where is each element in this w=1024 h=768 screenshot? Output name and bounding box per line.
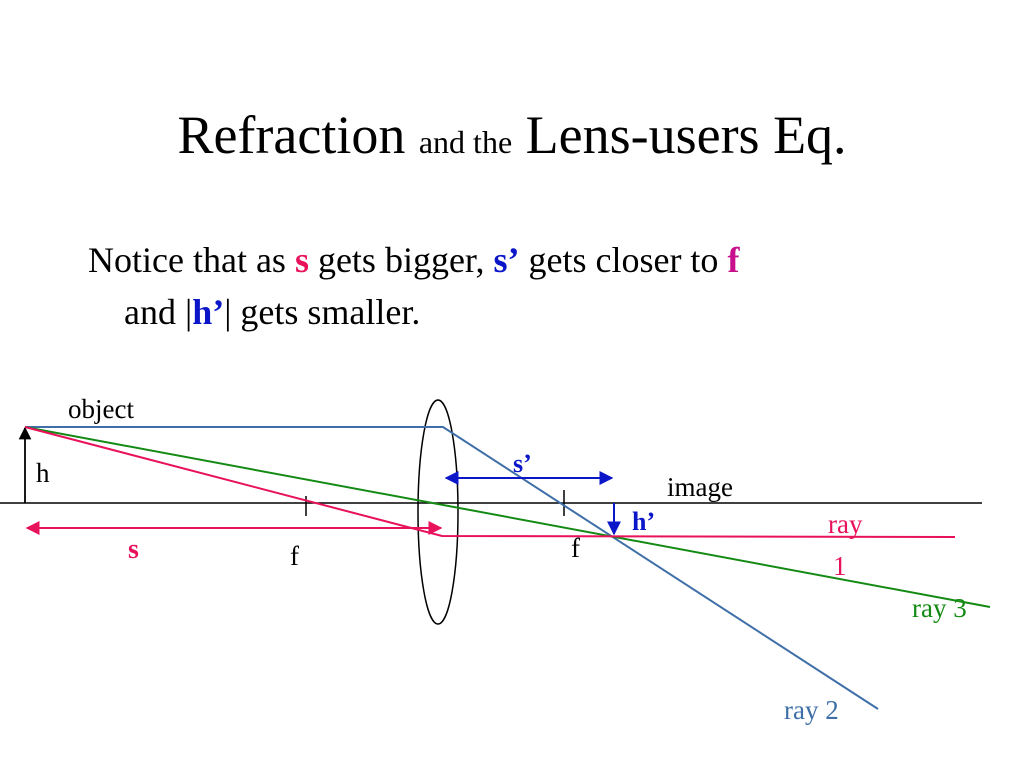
body-s-prime: s’ — [493, 240, 520, 280]
body-text: Notice that as — [88, 240, 295, 280]
title-part-and-the: and the — [418, 124, 513, 160]
body-text: gets bigger, — [308, 240, 494, 280]
s-label: s — [128, 534, 139, 565]
title-part-lens-users-eq: Lens-users Eq. — [512, 105, 847, 165]
s-prime-label: s’ — [513, 449, 532, 478]
ray-2-label: ray 2 — [784, 695, 839, 725]
body-text: and | — [124, 292, 193, 332]
body-s: s — [294, 240, 309, 280]
ray-3-path — [24, 426, 991, 608]
ray-1-label-line-2: 1 — [833, 551, 847, 581]
lens — [417, 399, 459, 625]
slide-body: Notice that as s gets bigger, s’ gets cl… — [88, 234, 988, 338]
f-left-label: f — [290, 541, 299, 571]
body-text: gets closer to — [519, 240, 728, 280]
title-part-refraction: Refraction — [177, 105, 419, 165]
body-line-2: and |h’| gets smaller. — [88, 286, 988, 338]
body-line-1: Notice that as s gets bigger, s’ gets cl… — [88, 234, 988, 286]
ray-3-label: ray 3 — [912, 593, 967, 623]
body-f: f — [727, 240, 740, 280]
ray-2-path — [25, 426, 879, 710]
ray-1-path — [24, 426, 956, 538]
h-label: h — [36, 458, 50, 488]
slide-title: Refraction and the Lens-users Eq. — [0, 95, 1024, 182]
ray-1-label-line-1: ray — [828, 509, 863, 539]
image-label: image — [667, 472, 733, 502]
h-prime-label: h’ — [632, 507, 655, 536]
body-text: | gets smaller. — [224, 292, 421, 332]
body-h-prime: h’ — [192, 292, 225, 332]
object-label: object — [68, 394, 134, 424]
f-right-label: f — [571, 533, 580, 563]
